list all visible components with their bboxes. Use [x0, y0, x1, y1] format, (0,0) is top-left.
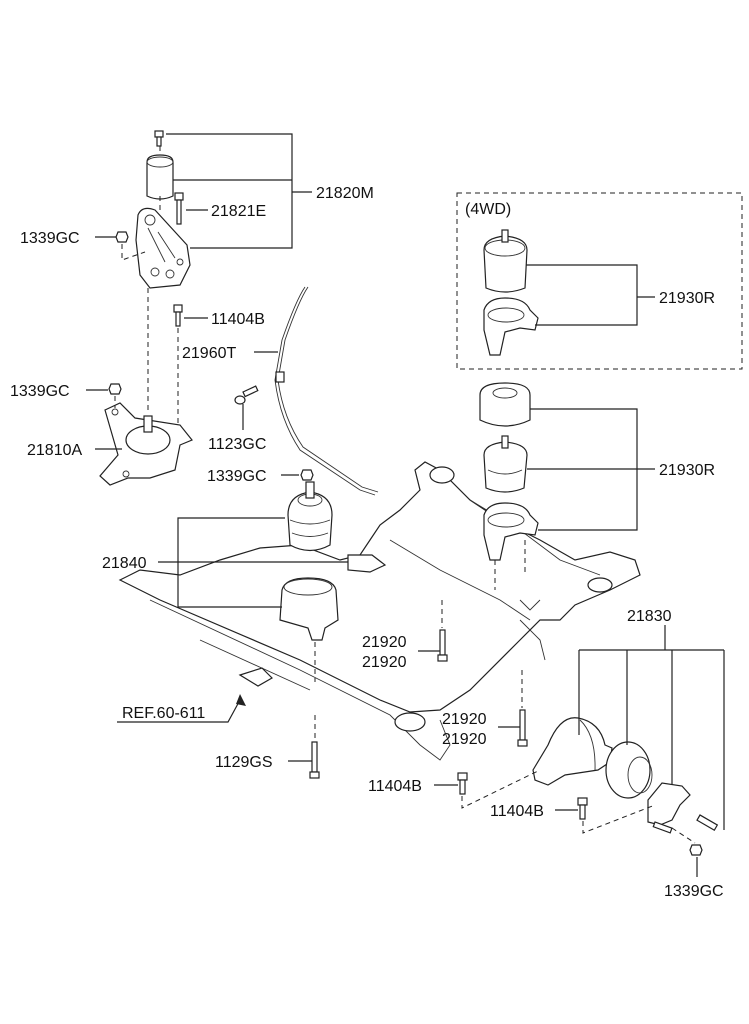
bolt-21920-a — [437, 629, 448, 662]
callout-21920-b2: 21920 — [442, 731, 487, 748]
bolt-21920-b — [517, 709, 528, 747]
callout-11404B-2: 11404B — [368, 778, 422, 795]
callout-21930R-4wd: 21930R — [659, 290, 715, 307]
leader-21820M-a — [166, 133, 293, 249]
bolt-1123GC — [234, 385, 259, 405]
mount-21840-lower — [279, 577, 339, 641]
callout-21820M: 21820M — [316, 185, 374, 202]
bolt-11404B-upper — [173, 304, 183, 327]
dash-13 — [582, 804, 656, 834]
callout-21930R: 21930R — [659, 462, 715, 479]
dash-7 — [494, 540, 526, 590]
upper-mount-bracket — [135, 207, 191, 289]
dash-11 — [671, 827, 696, 844]
nut-1339GC-bottom — [689, 844, 703, 856]
callout-1339GC-3: 1339GC — [207, 468, 267, 485]
mount-21830-bracket — [532, 717, 613, 786]
callout-21920-a1: 21920 — [362, 634, 407, 651]
nut-1339GC-top — [115, 231, 129, 243]
mount-21930R-lower — [483, 502, 539, 561]
callout-21821E: 21821E — [211, 203, 266, 220]
callout-21920-a2: 21920 — [362, 654, 407, 671]
bracket-bolt-21821E — [174, 192, 184, 225]
mount-21830-bushing — [605, 741, 653, 799]
engine-mount-21810A — [99, 402, 193, 486]
callout-21920-b1: 21920 — [442, 711, 487, 728]
leader-21930R-1a — [526, 264, 638, 326]
callout-21830: 21830 — [627, 608, 672, 625]
mount-21930R-4wd-lower — [483, 297, 539, 356]
cable-21960T — [274, 286, 376, 496]
callout-1123GC: 1123GC — [208, 436, 266, 453]
bolt-1129GS — [309, 741, 320, 779]
callout-1339GC-4: 1339GC — [664, 883, 724, 900]
mount-21930R-upper — [483, 435, 528, 493]
leader-21830 — [578, 625, 725, 830]
group-label-4wd: (4WD) — [465, 201, 511, 218]
upper-mount-bushing — [146, 154, 174, 200]
callout-1339GC-2: 1339GC — [10, 383, 70, 400]
callout-1129GS: 1129GS — [215, 754, 273, 771]
cable-21960T-edge — [277, 286, 379, 493]
callout-21810A: 21810A — [27, 442, 82, 459]
cable-clip — [275, 371, 285, 383]
leader-ref — [117, 699, 241, 723]
callout-1339GC-1: 1339GC — [20, 230, 80, 247]
mount-21930R-4wd-upper — [483, 229, 528, 293]
upper-mount-bolt — [154, 130, 164, 147]
nut-1339GC-mid-left — [108, 383, 122, 395]
callout-21840: 21840 — [102, 555, 147, 572]
dash-12 — [461, 769, 541, 809]
callout-ref-60-611: REF.60-611 — [122, 705, 205, 722]
callout-11404B-1: 11404B — [211, 311, 265, 328]
nut-1339GC-mid — [300, 469, 314, 481]
mount-21840-upper — [287, 481, 333, 552]
ref-arrow-icon — [236, 694, 246, 706]
mount-21830-bolt-bracket — [647, 782, 719, 834]
bolt-11404B-lower-b — [577, 797, 588, 820]
callout-21960T: 21960T — [182, 345, 236, 362]
group-4wd-box — [456, 192, 743, 370]
callout-11404B-3: 11404B — [490, 803, 544, 820]
cable-bracket — [347, 554, 387, 573]
bushing-21930R — [479, 382, 531, 427]
bolt-11404B-lower-a — [457, 772, 468, 795]
